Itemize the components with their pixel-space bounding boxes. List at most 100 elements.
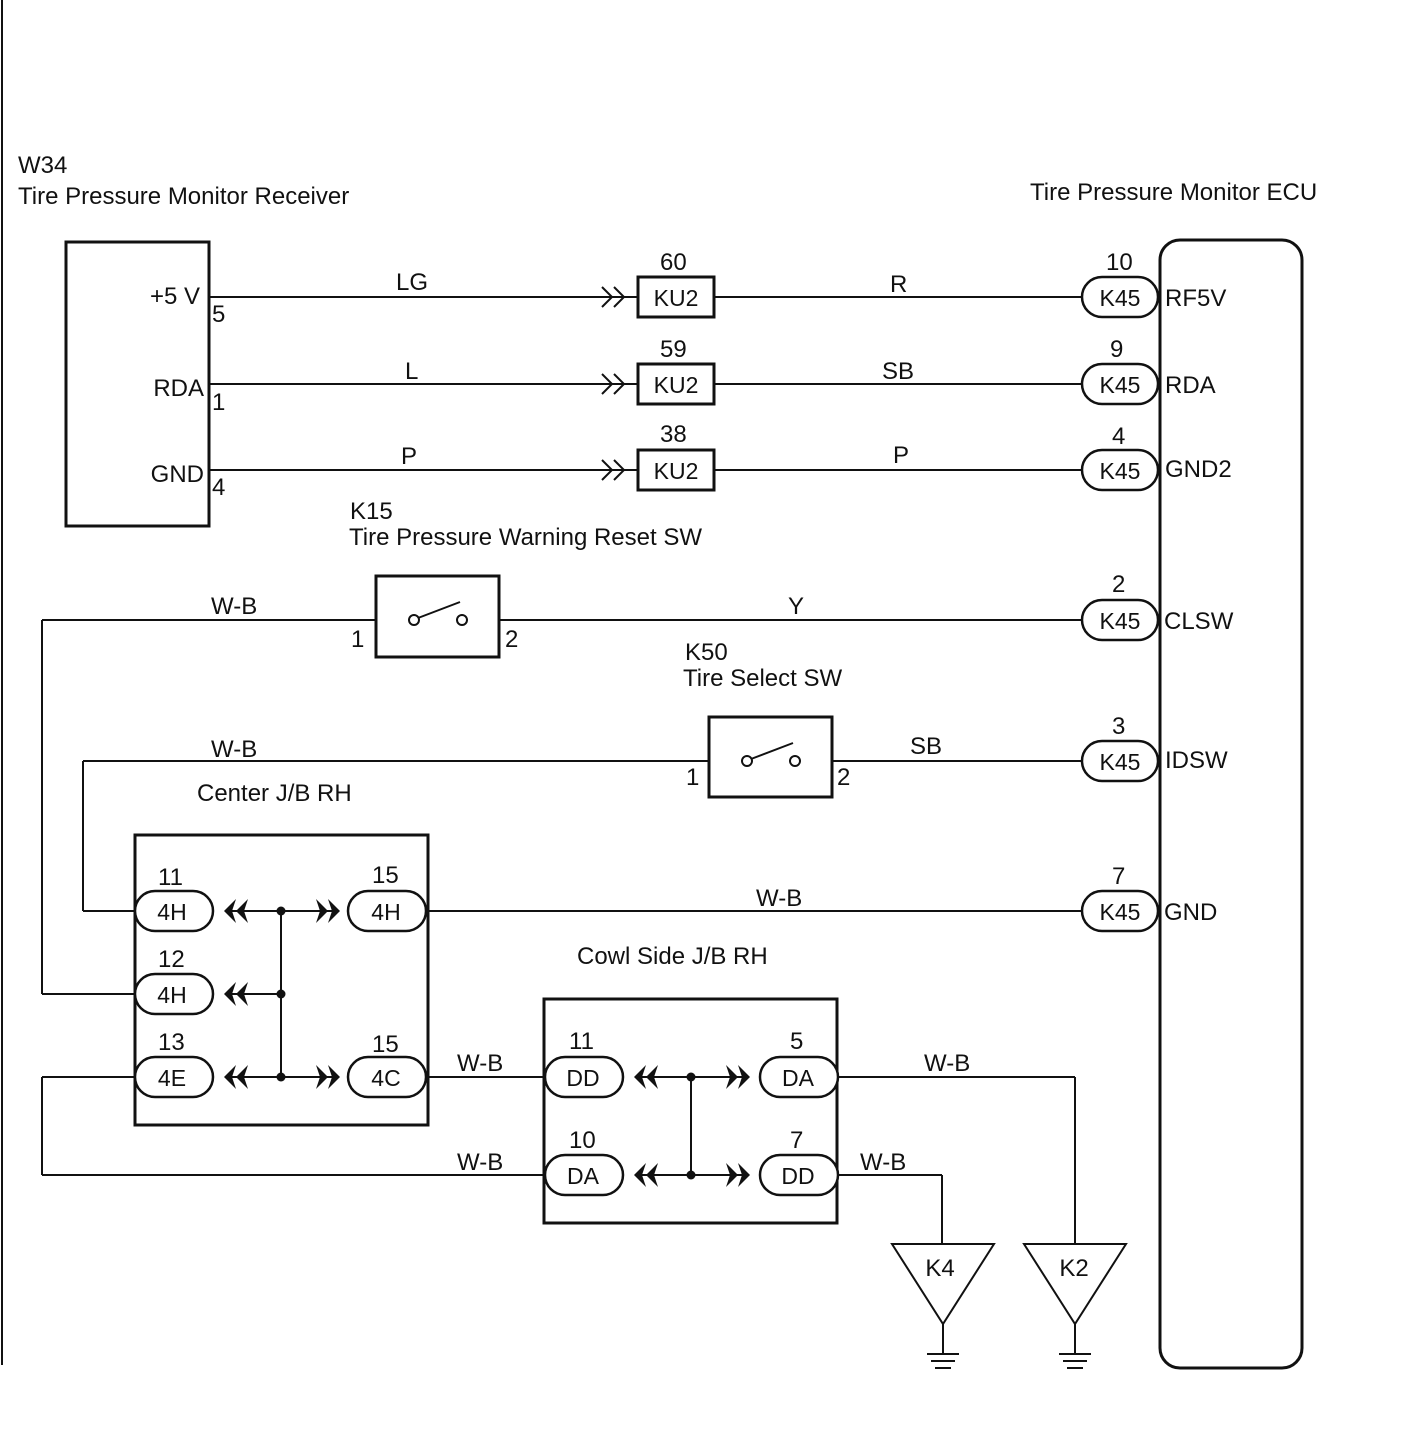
reset-sw-pin-num: 1 [351,626,364,653]
cowl-jb-connector-label: DA [782,1065,815,1091]
wire-color-label: W-B [211,593,257,620]
wire-color-label: W-B [860,1149,906,1176]
wire-color-label: W-B [756,885,802,912]
ku2-connector-label: KU2 [654,285,699,311]
center-jb-pin-num: 13 [158,1029,185,1056]
wire-row-rf5v [209,286,1082,308]
center-jb-pin-num: 15 [372,862,399,889]
k45-connector [1080,889,1160,933]
receiver-pin-label: GND [151,461,204,488]
k45-connector [1080,448,1160,492]
receiver-pin-num: 1 [212,389,225,416]
center-jb-pin-num: 11 [158,864,183,891]
cowl-jb-pin-num: 7 [790,1127,803,1154]
center-jb-bus [224,899,340,1089]
cowl-jb-connector-label: DD [781,1163,814,1189]
wire-color-label: SB [882,358,914,385]
cowl-jb-name: Cowl Side J/B RH [577,943,768,970]
ku2-connector-label: KU2 [654,458,699,484]
reset-sw-name: Tire Pressure Warning Reset SW [349,524,702,551]
center-jb-connector [133,972,215,1016]
reset-sw-pin-num: 2 [505,626,518,653]
receiver-name: Tire Pressure Monitor Receiver [18,183,349,210]
wire-color-label: SB [910,733,942,760]
wire-color-label: W-B [457,1149,503,1176]
cowl-jb-connector-label: DD [566,1065,599,1091]
select-sw-id: K50 [685,639,728,666]
receiver-id: W34 [18,152,67,179]
receiver-pin-label: +5 V [150,283,200,310]
reset-sw-box [374,574,501,659]
k45-connector [1080,275,1160,319]
ku2-connector-label: KU2 [654,372,699,398]
k45-connector [1080,598,1160,642]
wire-color-label: W-B [457,1050,503,1077]
select-sw-contact [741,742,801,767]
cowl-jb-connector [543,1153,625,1197]
ecu-name: Tire Pressure Monitor ECU [1030,179,1317,206]
cowl-jb-pin-num: 11 [569,1028,594,1055]
center-jb-connector [133,889,215,933]
ground-wiring-left [41,620,545,1176]
select-sw-name: Tire Select SW [683,665,842,692]
reset-sw-contact [408,601,468,626]
ground-point-k2 [1022,1243,1128,1369]
wire-color-label: LG [396,269,428,296]
cowl-jb-box [542,997,839,1225]
ku2-pin-num: 59 [660,336,687,363]
k45-connector-label: K45 [1100,608,1141,634]
k45-connector-label: K45 [1100,458,1141,484]
center-jb-connector-label: 4H [157,899,186,925]
wire-row-gnd2 [209,459,1082,481]
ecu-pin-label: IDSW [1165,747,1228,774]
wire-color-label: R [890,271,907,298]
ku2-pin-num: 60 [660,249,687,276]
ground-wiring-right [838,1076,1076,1244]
ku2-connector [636,448,716,492]
ground-label: K4 [925,1255,954,1282]
ground-label: K2 [1059,1255,1088,1282]
center-jb-connector-label: 4C [371,1065,400,1091]
ground-point-k4 [890,1243,996,1369]
ecu-pin-num: 10 [1106,249,1133,276]
ecu-pin-num: 2 [1112,571,1125,598]
center-jb-connector-label: 4H [371,899,400,925]
center-jb-connector [133,1055,215,1099]
wire-color-label: Y [788,593,804,620]
k45-connector-label: K45 [1100,899,1141,925]
cowl-jb-pin-num: 5 [790,1028,803,1055]
k45-connector-label: K45 [1100,749,1141,775]
center-jb-pin-num: 12 [158,946,185,973]
ecu-pin-num: 3 [1112,713,1125,740]
ecu-pin-label: GND2 [1165,456,1232,483]
select-sw-pin-num: 2 [837,764,850,791]
center-jb-pin-num: 15 [372,1031,399,1058]
receiver-pin-num: 5 [212,301,225,328]
wire-color-label: P [401,443,417,470]
wire-row-rda [209,373,1082,395]
select-sw-box [707,715,834,799]
ku2-pin-num: 38 [660,421,687,448]
wire-color-label: W-B [924,1050,970,1077]
receiver-pin-label: RDA [153,375,204,402]
reset-sw-id: K15 [350,498,393,525]
center-jb-connector-label: 4E [158,1065,186,1091]
k45-connector [1080,739,1160,783]
ecu-pin-label: CLSW [1164,608,1234,635]
cowl-jb-pin-num: 10 [569,1127,596,1154]
ecu-pin-label: RDA [1165,372,1216,399]
ecu-pin-label: RF5V [1165,285,1226,312]
k45-connector [1080,362,1160,406]
k45-connector-label: K45 [1100,372,1141,398]
wire-color-label: L [405,358,418,385]
select-sw-pin-num: 1 [686,764,699,791]
cowl-jb-bus [634,1065,750,1187]
ecu-pin-num: 7 [1112,863,1125,890]
ecu-pin-num: 4 [1112,423,1125,450]
ku2-connector [636,275,716,319]
cowl-jb-connector-label: DA [567,1163,600,1189]
ecu-pin-num: 9 [1110,336,1123,363]
ecu-pin-label: GND [1164,899,1217,926]
cowl-jb-connector [543,1055,625,1099]
